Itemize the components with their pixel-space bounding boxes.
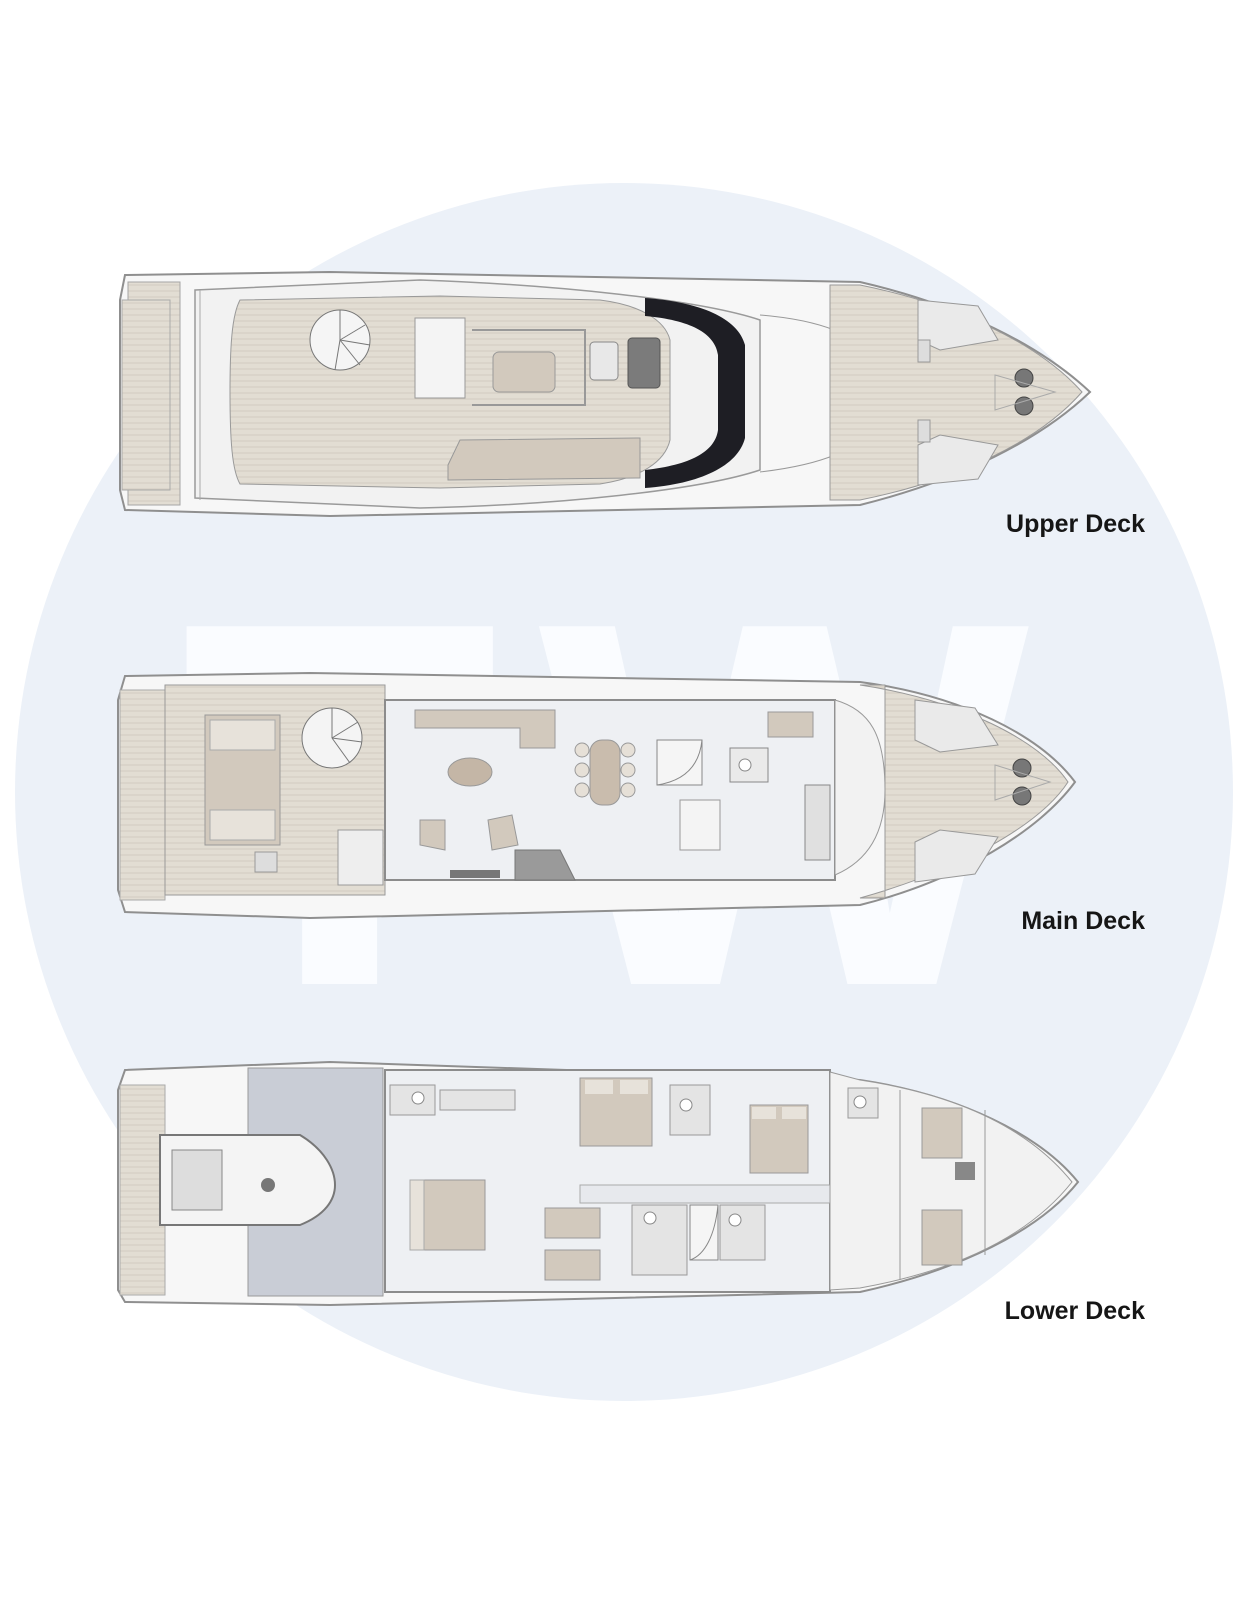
main-windlass-1 [1012, 758, 1032, 778]
upper-foredeck-sunpad-port [917, 299, 999, 351]
upper-seating [472, 329, 586, 406]
main-salon-sofa [414, 709, 556, 749]
upper-foredeck-sunpad-stbd [917, 434, 999, 486]
upper-dining-table [492, 351, 556, 393]
upper-windlass-1 [1014, 368, 1034, 388]
main-coffee-table [447, 757, 493, 787]
lower-bathroom-2 [669, 1084, 711, 1136]
lower-twin-bed-2 [544, 1249, 601, 1281]
main-tv-console [514, 849, 576, 881]
upper-deck-plan [119, 270, 1092, 518]
main-dining-table [589, 739, 621, 806]
lower-twin-bed-1 [544, 1207, 601, 1239]
upper-aft-platform [121, 299, 171, 491]
lower-crew-area [829, 1071, 1073, 1291]
upper-deck-label: Upper Deck [1006, 510, 1145, 538]
main-windlass-2 [1012, 786, 1032, 806]
lower-swim-platform [119, 1084, 166, 1296]
upper-bar [414, 317, 466, 399]
lower-bathroom-3 [631, 1204, 688, 1276]
upper-windshield-aft [645, 298, 745, 488]
lower-crew-bunk-1 [921, 1107, 963, 1159]
main-deck-plan [117, 671, 1077, 920]
lower-deck-plan [117, 1060, 1080, 1307]
upper-lounge [447, 437, 641, 481]
main-armchair-1 [419, 819, 446, 851]
main-foredeck-sunpad-stbd [914, 829, 999, 883]
main-deck-label: Main Deck [1021, 907, 1145, 935]
main-aft-platform [119, 689, 166, 901]
main-armchair-2 [487, 814, 519, 851]
lower-stair-main [689, 1204, 719, 1261]
upper-helm [627, 337, 661, 389]
upper-windlass-2 [1014, 396, 1034, 416]
main-galley-counter [804, 784, 831, 861]
main-foredeck-sunpad-port [914, 699, 999, 753]
lower-crew-bunk-2 [921, 1209, 963, 1266]
lower-deck-label: Lower Deck [1004, 1297, 1145, 1325]
lower-bathroom-4 [719, 1204, 766, 1261]
main-pilot-seat [767, 711, 814, 738]
